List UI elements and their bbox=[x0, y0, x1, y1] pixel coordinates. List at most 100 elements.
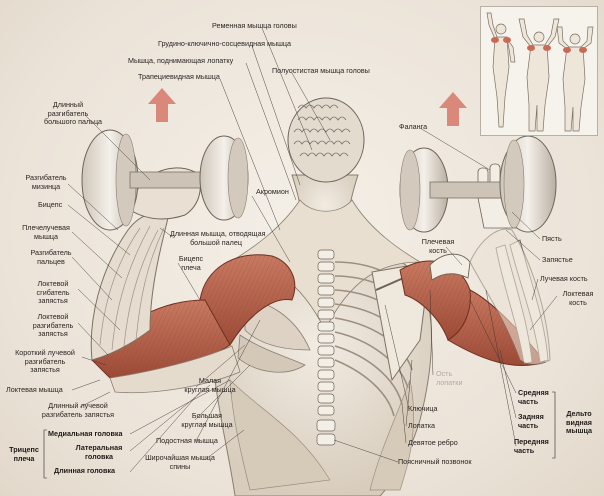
label-lokt-kost: Локтевая кость bbox=[558, 289, 598, 307]
label-plech-kost: Плечевая кость bbox=[418, 237, 458, 255]
label-razg-palc-1: Разгибатель bbox=[30, 248, 72, 257]
label-plecheluch: Плечелучевая мышца bbox=[20, 223, 72, 241]
label-razg-palc: Разгибатель пальцев bbox=[30, 248, 72, 266]
label-bic-plecha: Бицепс плеча bbox=[175, 254, 207, 272]
label-klyuch: Ключица bbox=[408, 404, 438, 413]
label-ost-lopatki-1: Ость bbox=[436, 369, 453, 378]
label-pered-1: Передняя bbox=[514, 437, 549, 446]
label-lopatka: Лопатка bbox=[408, 421, 436, 430]
label-akromion: Акромион bbox=[256, 187, 289, 196]
label-pered-2: часть bbox=[514, 445, 535, 455]
label-bolsh-1: Большая bbox=[191, 411, 223, 420]
label-plecheluch-2: мышца bbox=[34, 231, 58, 241]
label-grudino: Грудино-ключично-сосцевидная мышца bbox=[158, 39, 292, 48]
spine bbox=[316, 249, 336, 446]
label-podost: Подостная мышца bbox=[156, 436, 218, 445]
label-lokt-razg: Локтевой разгибатель запястья bbox=[30, 312, 76, 339]
label-delt: Дельто видная мышца bbox=[558, 409, 600, 436]
label-triceps: Трицепс плеча bbox=[4, 445, 44, 463]
label-zapyaste: Запястье bbox=[542, 255, 573, 264]
label-lokt-razg-3: запястья bbox=[38, 329, 68, 339]
label-ost-lopatki-2: лопатки bbox=[436, 377, 463, 387]
label-zadn-1: Задняя bbox=[518, 412, 544, 421]
leader-lines bbox=[67, 27, 558, 473]
label-dlin-golov: Длинная головка bbox=[54, 466, 115, 475]
label-bolsh: Большая круглая мышца bbox=[172, 411, 242, 429]
left-up-arrow bbox=[148, 88, 176, 122]
label-razg-miz: Разгибатель мизинца bbox=[24, 173, 68, 191]
label-lateral-1: Латеральная bbox=[75, 443, 123, 452]
label-dlinny-razg-1: Длинный bbox=[52, 100, 84, 109]
label-lokt-sgib-3: запястья bbox=[38, 296, 68, 306]
right-forearm bbox=[469, 228, 551, 365]
label-zadn-2: часть bbox=[518, 420, 539, 430]
label-falanga: Фаланга bbox=[399, 122, 428, 131]
label-bic-plecha-2: плеча bbox=[181, 262, 201, 272]
right-humerus bbox=[429, 253, 471, 281]
label-shirok: Широчайшая мышца спины bbox=[140, 453, 220, 471]
label-dlin-otvod: Длинная мышца, отводящая большой палец bbox=[170, 229, 266, 247]
label-devyat: Девятое ребро bbox=[408, 438, 458, 447]
label-sredn-2: часть bbox=[518, 396, 539, 406]
label-zadn: Задняя часть bbox=[518, 412, 544, 430]
inset-illustration bbox=[486, 12, 594, 132]
right-up-arrow bbox=[439, 92, 467, 126]
forearm-lines bbox=[99, 225, 165, 351]
left-dumbbell bbox=[81, 129, 249, 231]
label-plech-kost-1: Плечевая bbox=[421, 237, 455, 246]
hair-texture bbox=[293, 104, 351, 157]
label-poyasn: Поясничный позвонок bbox=[398, 457, 472, 466]
brackets bbox=[43, 391, 556, 479]
label-plech-kost-2: кость bbox=[429, 245, 447, 255]
label-lateral-2: головка bbox=[85, 451, 113, 461]
label-razg-miz-2: мизинца bbox=[31, 181, 61, 191]
label-delt-1: Дельто bbox=[566, 409, 592, 418]
label-korotk-2: разгибатель bbox=[24, 356, 66, 366]
label-razg-miz-1: Разгибатель bbox=[25, 173, 67, 182]
label-sredn-1: Средняя bbox=[518, 388, 549, 397]
label-medial: Медиальная головка bbox=[48, 429, 123, 438]
right-dumbbell bbox=[399, 135, 557, 233]
latissimus bbox=[229, 379, 331, 491]
label-pyast: Пясть bbox=[542, 234, 562, 243]
label-trapez: Трапециевидная мышца bbox=[138, 72, 220, 81]
label-dlinny-razg: Длинный разгибатель большого пальца bbox=[44, 100, 103, 127]
label-poluost: Полуостистая мышца головы bbox=[272, 66, 370, 75]
label-bic-plecha-1: Бицепс bbox=[178, 254, 204, 263]
label-lokt-sgib-2: сгибатель bbox=[36, 287, 70, 297]
label-lokt-razg-1: Локтевой bbox=[37, 312, 69, 321]
label-lokt-kost-1: Локтевая bbox=[562, 289, 594, 298]
label-delt-2: видная bbox=[566, 417, 592, 427]
label-malaya-1: Малая bbox=[198, 376, 222, 385]
label-bolsh-2: круглая мышца bbox=[181, 419, 233, 429]
label-sredn: Средняя часть bbox=[518, 388, 549, 406]
label-dlin-luch-1: Длинный лучевой bbox=[48, 401, 108, 410]
label-dlinny-razg-3: большого пальца bbox=[44, 117, 103, 127]
label-plecheluch-1: Плечелучевая bbox=[22, 223, 70, 232]
label-dlin-luch-2: разгибатель запястья bbox=[41, 409, 115, 419]
label-korotk-3: запястья bbox=[30, 365, 60, 375]
left-triceps bbox=[109, 345, 241, 394]
label-dlin-luch: Длинный лучевой разгибатель запястья bbox=[18, 401, 138, 419]
label-triceps-2: плеча bbox=[13, 453, 35, 463]
label-remennaya: Ременная мышца головы bbox=[212, 21, 297, 30]
label-dlin-otvod-1: Длинная мышца, отводящая bbox=[170, 229, 266, 238]
label-lateral: Латеральная головка bbox=[68, 443, 130, 461]
label-malaya: Малая круглая мышца bbox=[180, 376, 240, 394]
head bbox=[287, 97, 365, 183]
latissimus-right bbox=[369, 378, 414, 491]
label-lokt-kost-2: кость bbox=[569, 297, 587, 307]
label-dlinny-razg-2: разгибатель bbox=[47, 108, 89, 118]
label-biceps: Бицепс bbox=[38, 200, 63, 209]
label-korotk-1: Короткий лучевой bbox=[15, 348, 75, 357]
label-lokt-sgib-1: Локтевой bbox=[37, 279, 69, 288]
label-shirok-1: Широчайшая мышца bbox=[145, 453, 215, 462]
label-pered: Передняя часть bbox=[514, 437, 549, 455]
inset-figures bbox=[480, 6, 598, 136]
label-loktevaya-m: Локтевая мышца bbox=[6, 385, 63, 394]
label-shirok-2: спины bbox=[169, 461, 191, 471]
label-korotk: Короткий лучевой разгибатель запястья bbox=[6, 348, 84, 375]
label-lokt-sgib: Локтевой сгибатель запястья bbox=[30, 279, 76, 306]
